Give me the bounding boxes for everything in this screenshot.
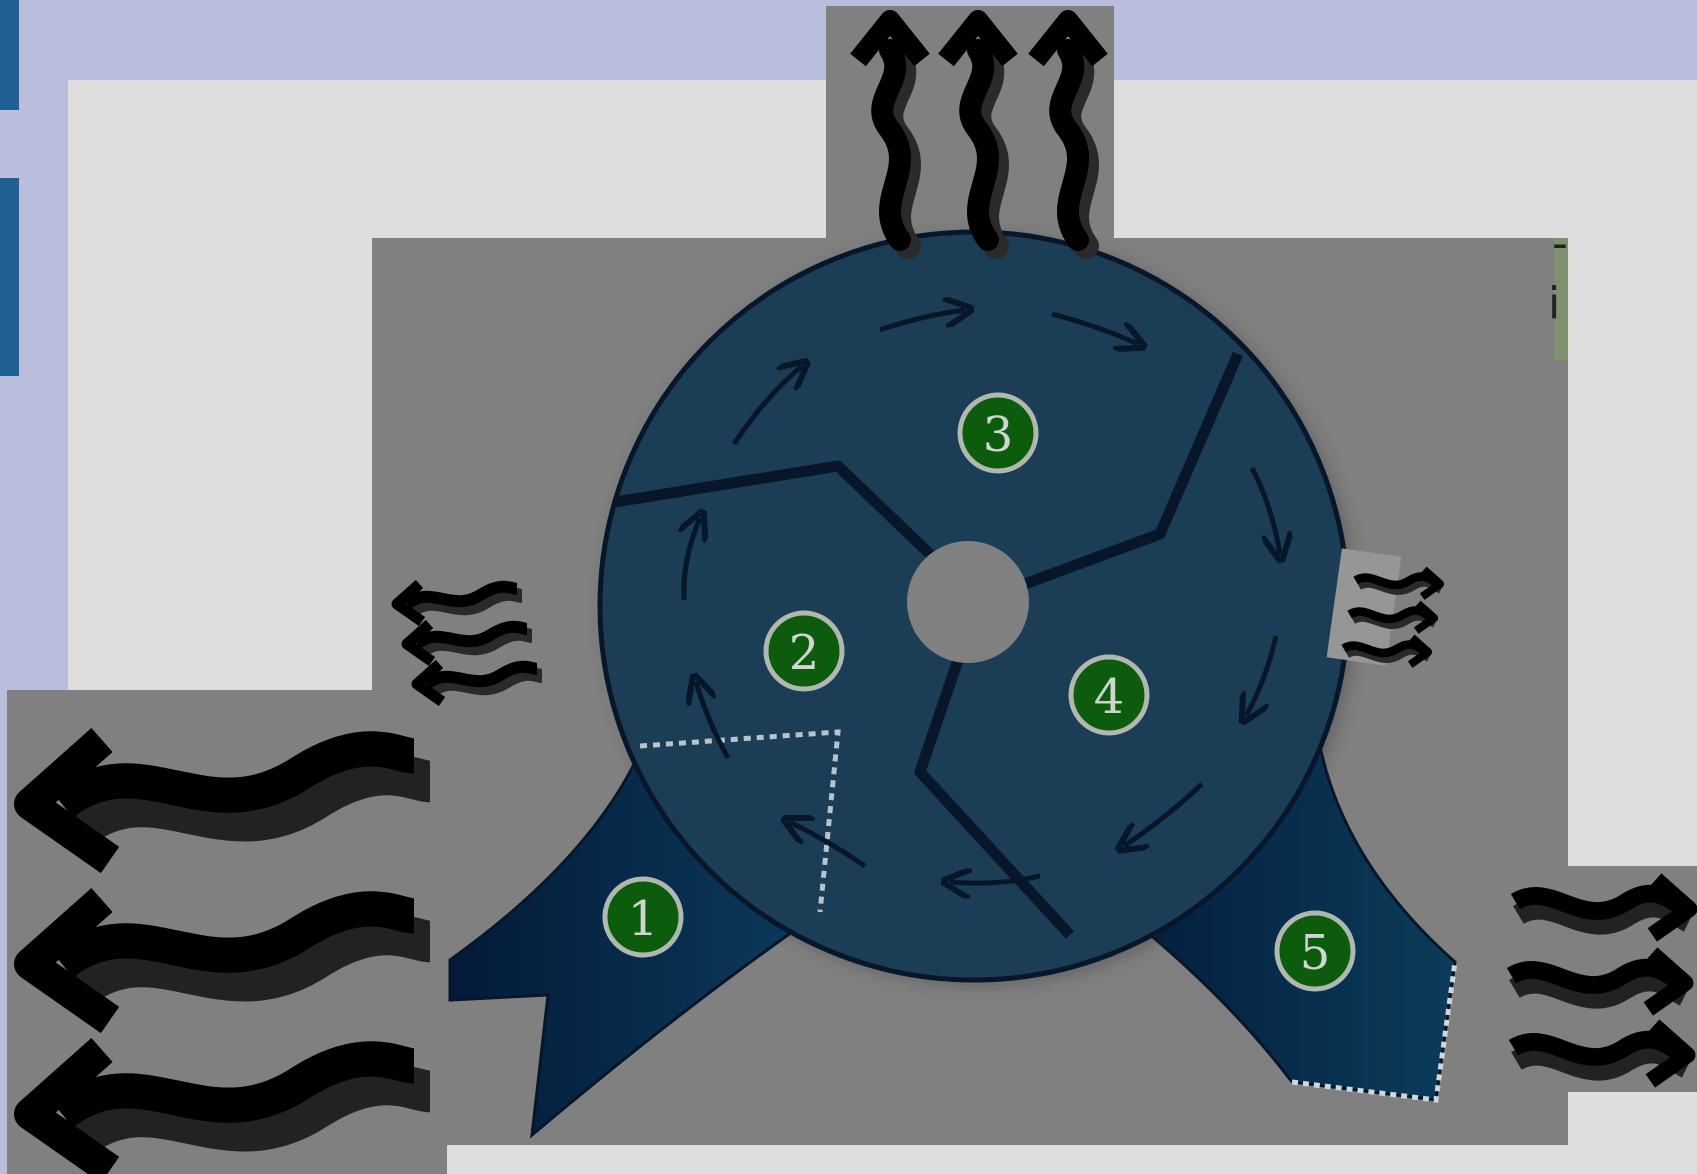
stage-label-5: 5 xyxy=(1300,925,1331,981)
partial-text-2: i xyxy=(1548,278,1560,329)
stage-label-2: 2 xyxy=(789,625,820,681)
heat-out-right-large xyxy=(1511,879,1689,1081)
stage-badge-1: 1 xyxy=(605,879,681,955)
stage-label-1: 1 xyxy=(628,891,659,947)
stage-badge-5: 5 xyxy=(1277,913,1353,989)
stage-badge-4: 4 xyxy=(1071,657,1147,733)
stage-label-3: 3 xyxy=(983,407,1014,463)
stage-badge-2: 2 xyxy=(766,613,842,689)
partial-text-1: - xyxy=(1552,218,1568,269)
image-overlay-right-notch xyxy=(1326,238,1568,448)
heat-out-top xyxy=(858,20,1100,246)
rotor-hub xyxy=(907,541,1029,663)
stage-badge-3: 3 xyxy=(960,395,1036,471)
stage-label-4: 4 xyxy=(1094,669,1125,725)
heat-out-right-small xyxy=(1344,570,1442,665)
